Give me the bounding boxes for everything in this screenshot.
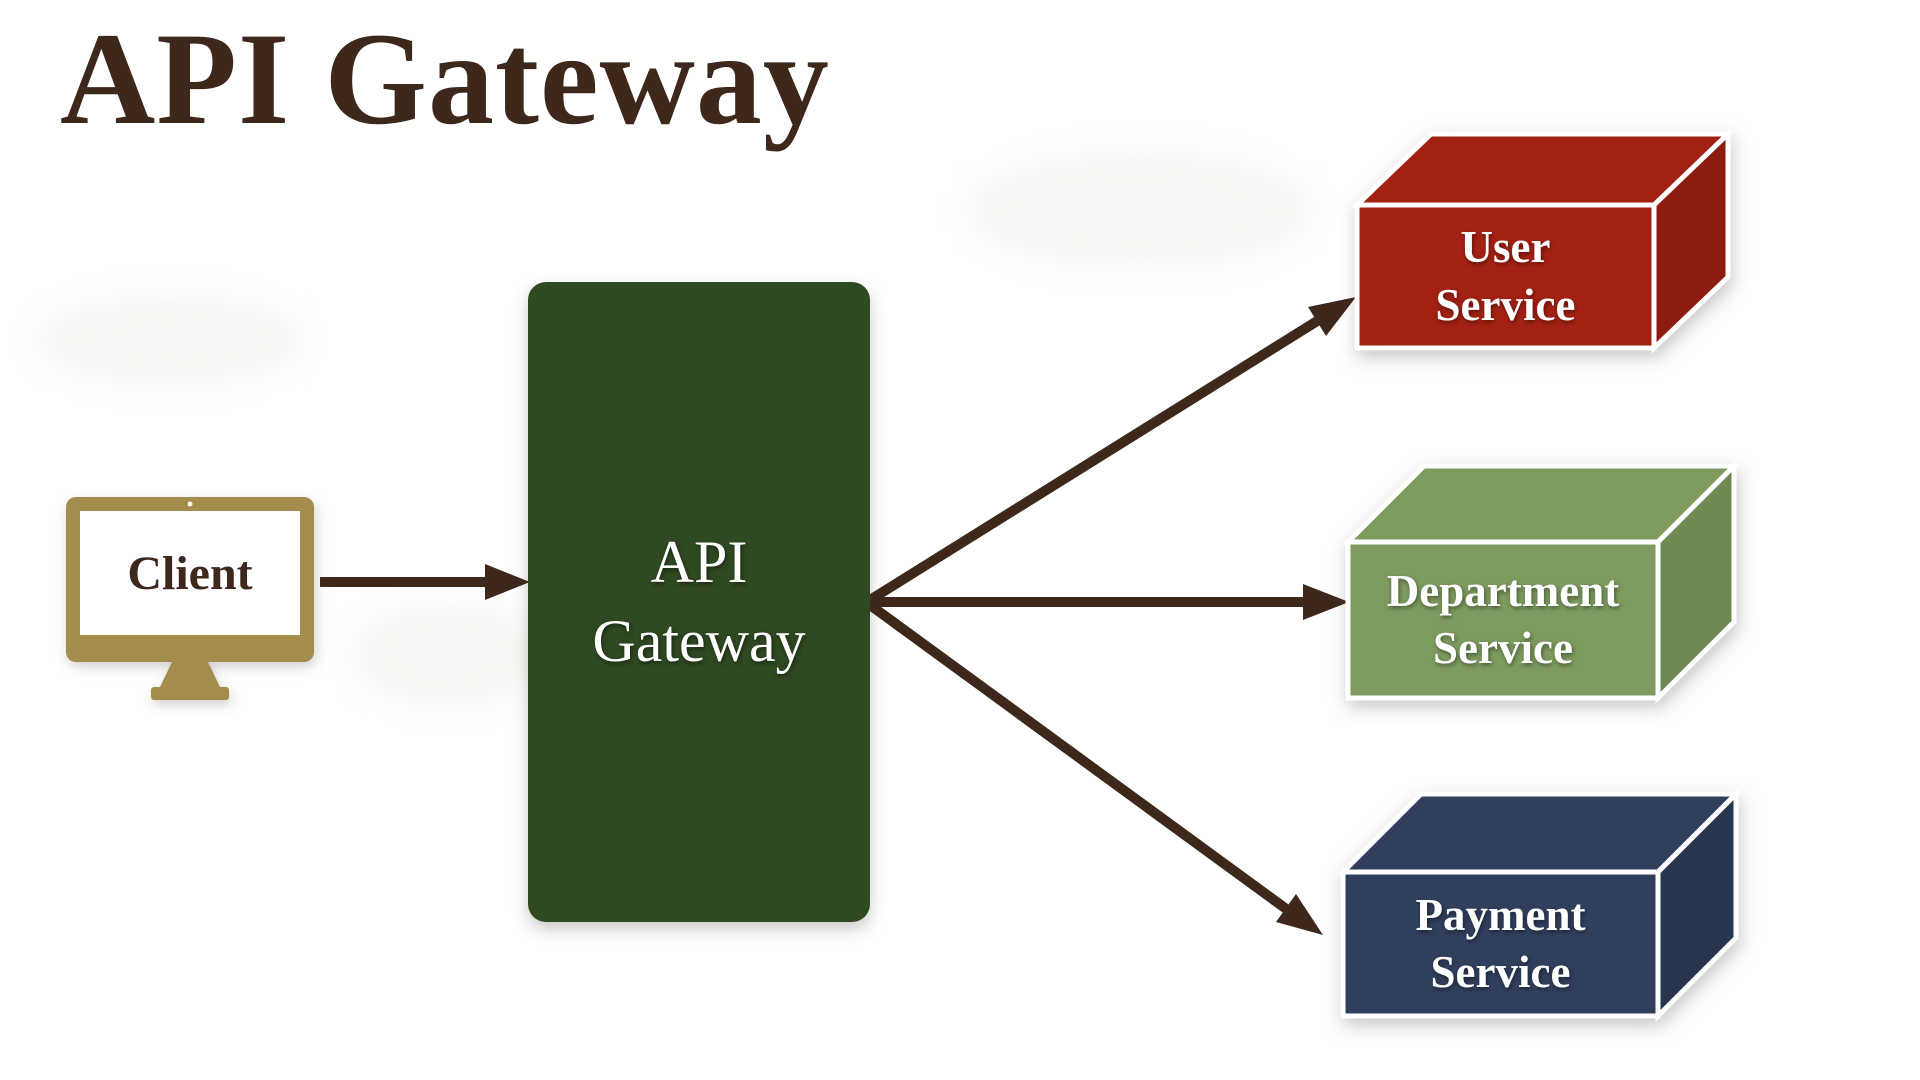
payment-service-box-front-face xyxy=(1340,869,1661,1019)
monitor-camera-dot xyxy=(187,501,193,507)
monitor-stand xyxy=(160,662,220,687)
department-service-box-front-face xyxy=(1345,539,1661,701)
payment-service-box xyxy=(1336,787,1743,1023)
api-gateway-node: API Gateway xyxy=(528,282,870,922)
user-service-label-line1: User xyxy=(1460,222,1551,273)
arrow-shaft xyxy=(867,600,1292,916)
monitor-screen xyxy=(80,511,300,635)
arrow-shaft xyxy=(867,313,1325,605)
payment-service-label-line2: Service xyxy=(1430,947,1571,997)
arrow-gateway-to-user-service xyxy=(867,297,1356,605)
user-service-box xyxy=(1350,128,1735,354)
department-service-label: Department Service xyxy=(1348,542,1658,698)
user-service-box-front-face xyxy=(1354,202,1657,351)
arrowhead-icon xyxy=(1303,584,1349,620)
payment-service-label: Payment Service xyxy=(1343,872,1658,1016)
background-smudges xyxy=(40,155,1310,703)
department-service-label-line2: Service xyxy=(1433,623,1573,673)
background-smudge xyxy=(970,155,1310,265)
gateway-label-line1: API xyxy=(650,528,748,595)
background-smudge xyxy=(40,298,300,382)
arrow-client-to-gateway xyxy=(320,564,530,600)
department-service-box xyxy=(1341,459,1741,705)
arrow-gateway-to-payment-service xyxy=(867,600,1323,935)
user-service-label: User Service xyxy=(1357,205,1654,348)
monitor-base xyxy=(151,687,229,700)
arrowhead-icon xyxy=(485,564,530,600)
client-label: Client xyxy=(127,546,253,600)
user-service-label-line2: Service xyxy=(1435,279,1576,330)
gateway-label-line2: Gateway xyxy=(592,608,806,674)
client-monitor-icon xyxy=(66,497,314,700)
department-service-label-line1: Department xyxy=(1386,565,1620,616)
arrowhead-icon xyxy=(1276,894,1323,935)
payment-service-label-line1: Payment xyxy=(1415,889,1586,940)
page-title: API Gateway xyxy=(60,5,830,152)
background-smudge xyxy=(355,607,545,703)
arrow-gateway-to-department-service xyxy=(870,584,1349,620)
arrowhead-icon xyxy=(1308,297,1356,336)
